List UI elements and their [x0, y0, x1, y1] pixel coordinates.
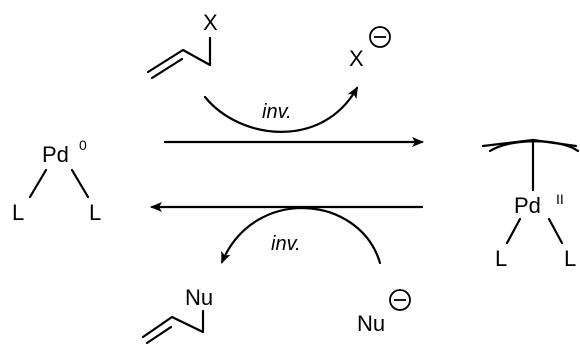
nucleophile-symbol: Nu	[357, 311, 385, 336]
pd0-ligand-right: L	[89, 200, 101, 225]
pd0-bond-right	[70, 168, 90, 199]
allyl-substrate: X	[146, 10, 218, 80]
pd2-ligand-left: L	[495, 246, 507, 271]
reverse-step: inv.	[150, 202, 424, 265]
pd2-bond-left	[505, 217, 522, 245]
curved-arrow-forward	[203, 86, 359, 133]
allyl-substrate-skeleton	[146, 36, 212, 74]
allyl-product-double-bond	[145, 325, 173, 345]
nucleophile-anion: Nu	[357, 289, 411, 336]
curved-arrow-reverse	[220, 206, 382, 265]
pd0-bond-left	[28, 168, 48, 199]
forward-step-label: inv.	[262, 101, 292, 123]
forward-step: inv.	[163, 86, 424, 147]
allyl-product: Nu	[141, 285, 213, 345]
pd0-ligand-left: L	[12, 200, 24, 225]
allyl-substrate-double-bond	[150, 57, 184, 80]
allyl-ligand-skeleton	[481, 138, 578, 148]
pd2-ligand-right: L	[564, 246, 576, 271]
pd2-metal-label: Pd	[514, 193, 541, 218]
leaving-group-anion: X	[349, 26, 391, 71]
pd0-metal-label: Pd	[42, 142, 69, 167]
pd0-oxidation-state: 0	[79, 137, 87, 153]
negative-charge-icon	[389, 289, 411, 311]
pd2-bond-right	[547, 217, 564, 245]
pd2-complex: Pd II L L	[481, 138, 580, 271]
allyl-product-skeleton	[141, 309, 205, 339]
pd0-complex: Pd 0 L L	[12, 137, 101, 225]
reverse-step-label: inv.	[271, 233, 301, 255]
allyl-product-nucleophile: Nu	[185, 285, 213, 310]
leaving-group-symbol: X	[349, 46, 364, 71]
pd2-oxidation-state: II	[556, 191, 564, 207]
allyl-substrate-leaving-group: X	[203, 10, 218, 35]
negative-charge-icon	[369, 26, 391, 48]
